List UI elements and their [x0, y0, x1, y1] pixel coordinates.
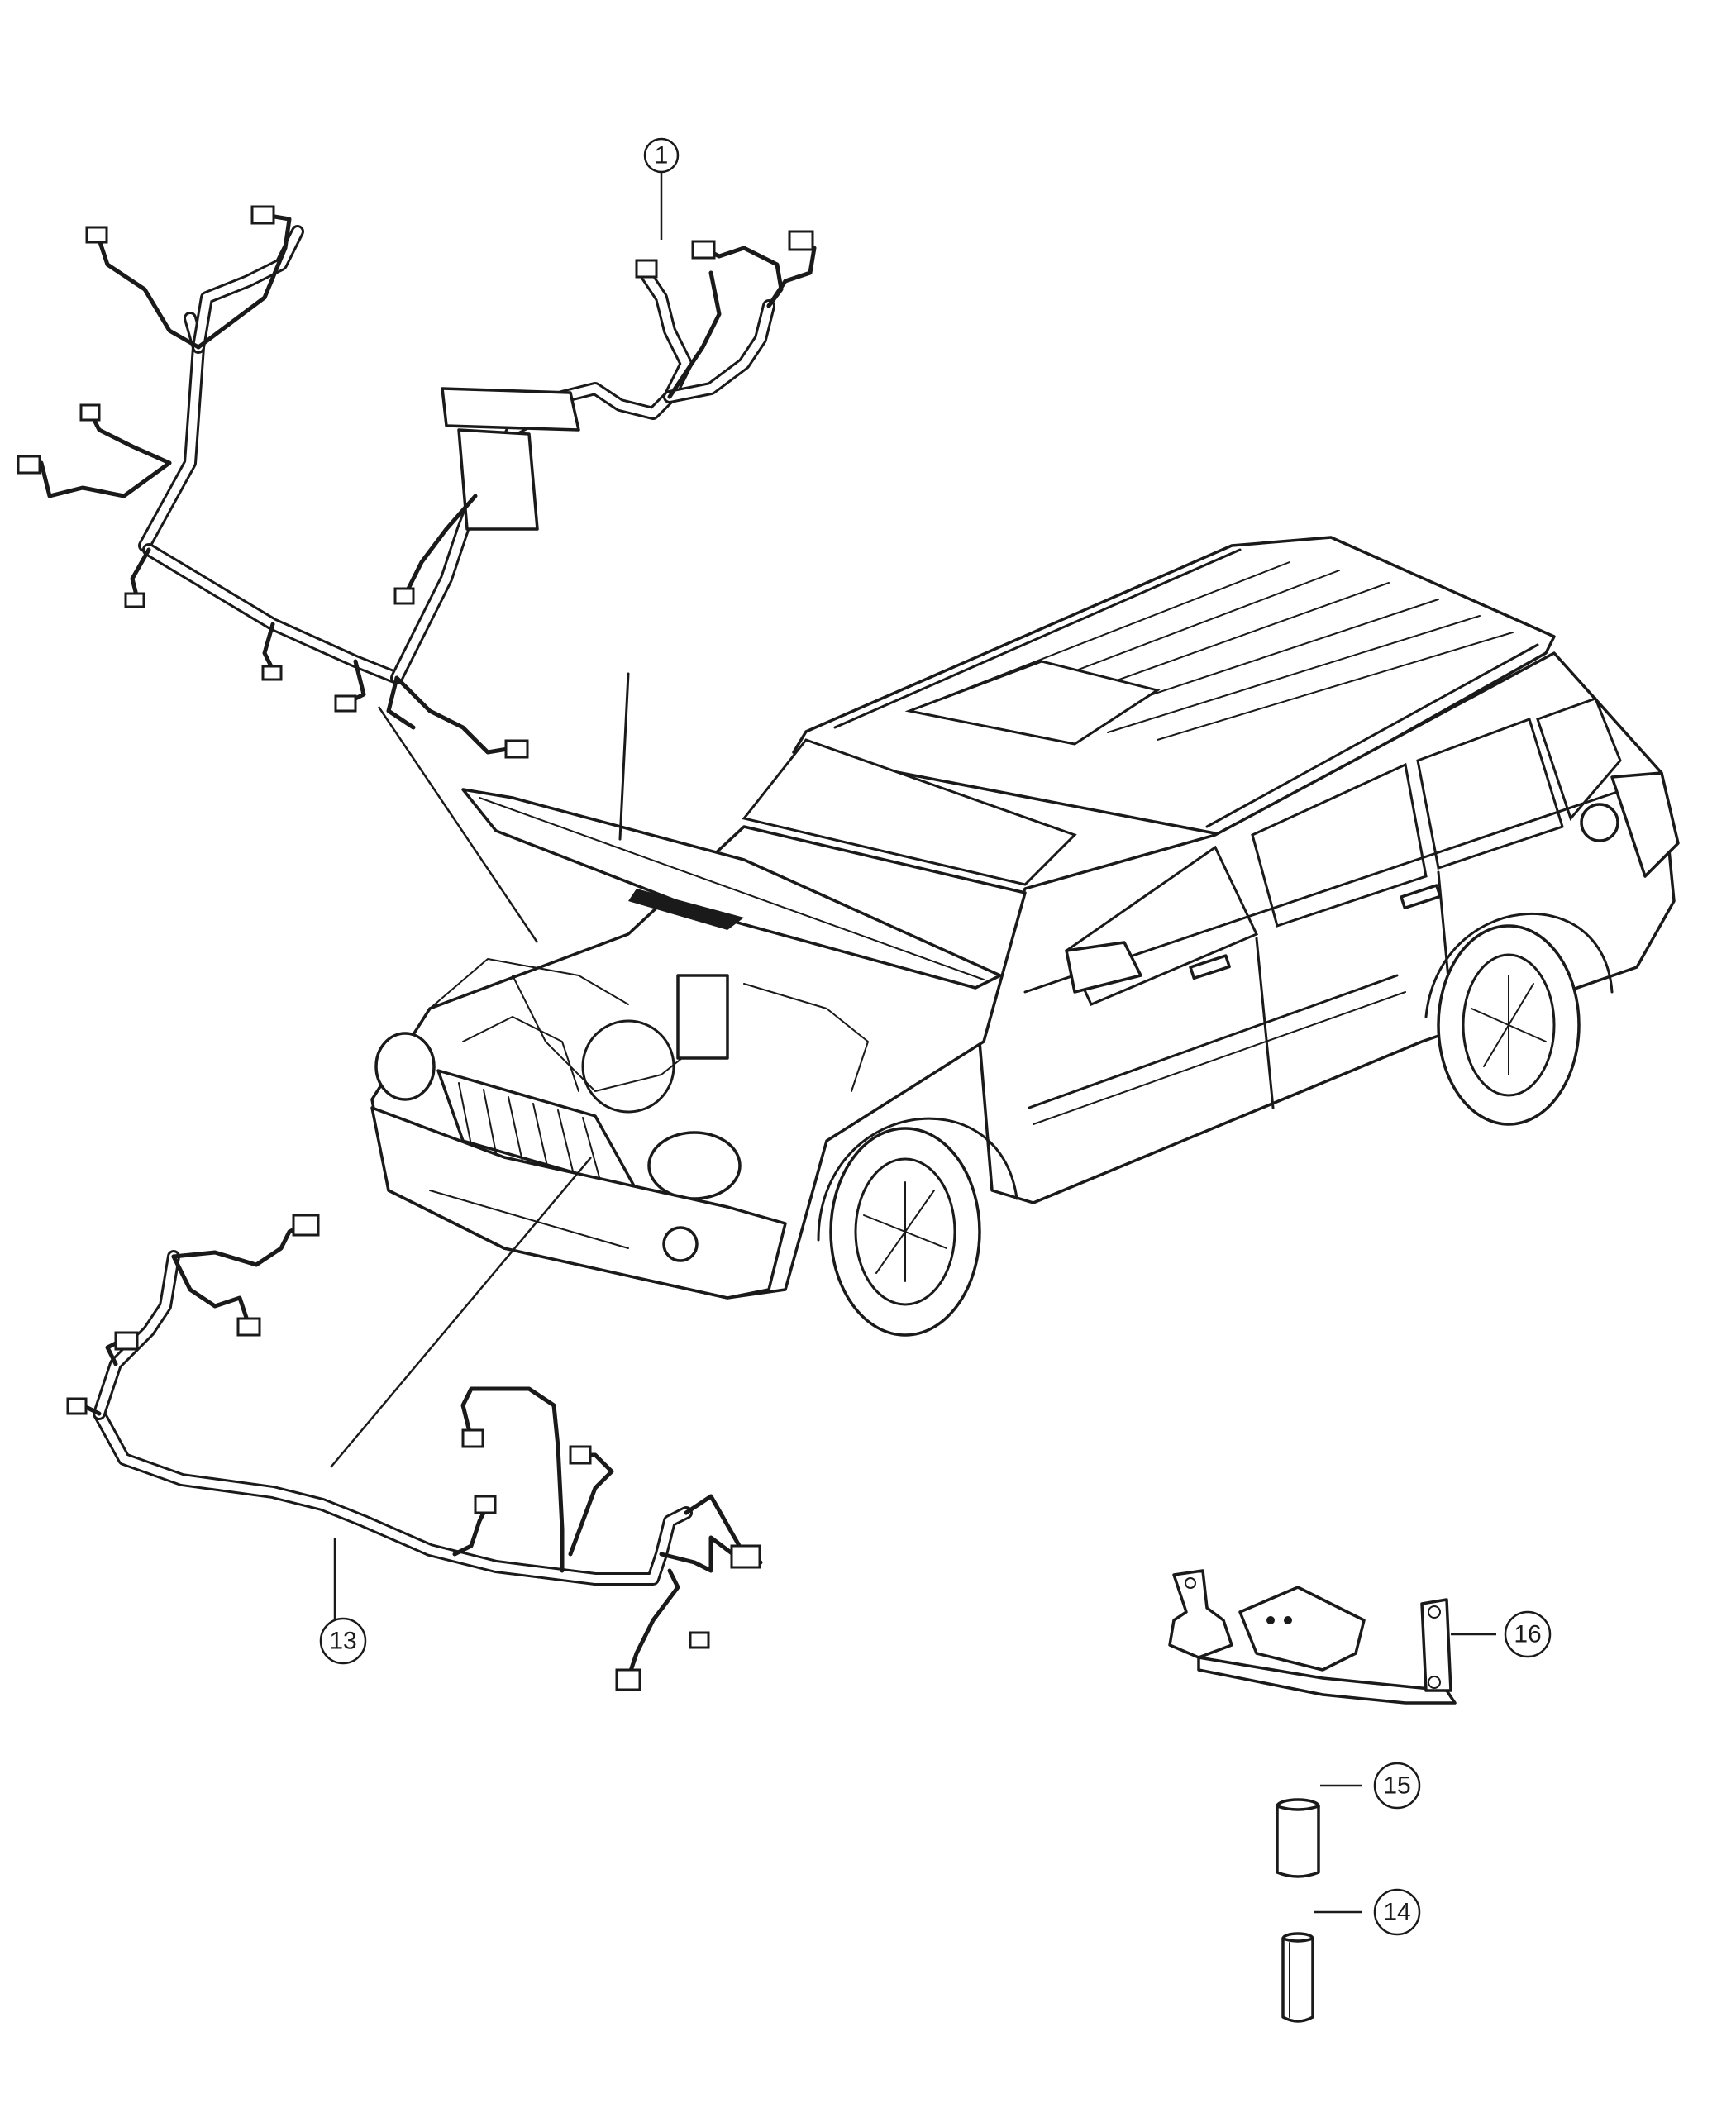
callout-16-label: 16	[1514, 1621, 1541, 1648]
vehicle-illustration	[370, 536, 1680, 1337]
callout-15-label: 15	[1383, 1772, 1410, 1800]
leader-lines	[330, 172, 1496, 1914]
front-end-wiring-harness	[66, 1214, 763, 1691]
callout-13-label: 13	[329, 1628, 356, 1655]
callout-15: 15	[1373, 1762, 1421, 1810]
callout-13: 13	[319, 1617, 367, 1665]
instrument-panel-wiring-harness	[17, 205, 817, 759]
sleeve-part	[1276, 1798, 1320, 1878]
callout-14-label: 14	[1383, 1899, 1410, 1926]
mounting-bracket	[1168, 1569, 1457, 1705]
callout-16: 16	[1504, 1610, 1552, 1658]
callout-1-label: 1	[655, 142, 669, 169]
callout-1: 1	[643, 137, 680, 174]
cap-part	[1281, 1932, 1314, 2023]
callout-14: 14	[1373, 1888, 1421, 1936]
